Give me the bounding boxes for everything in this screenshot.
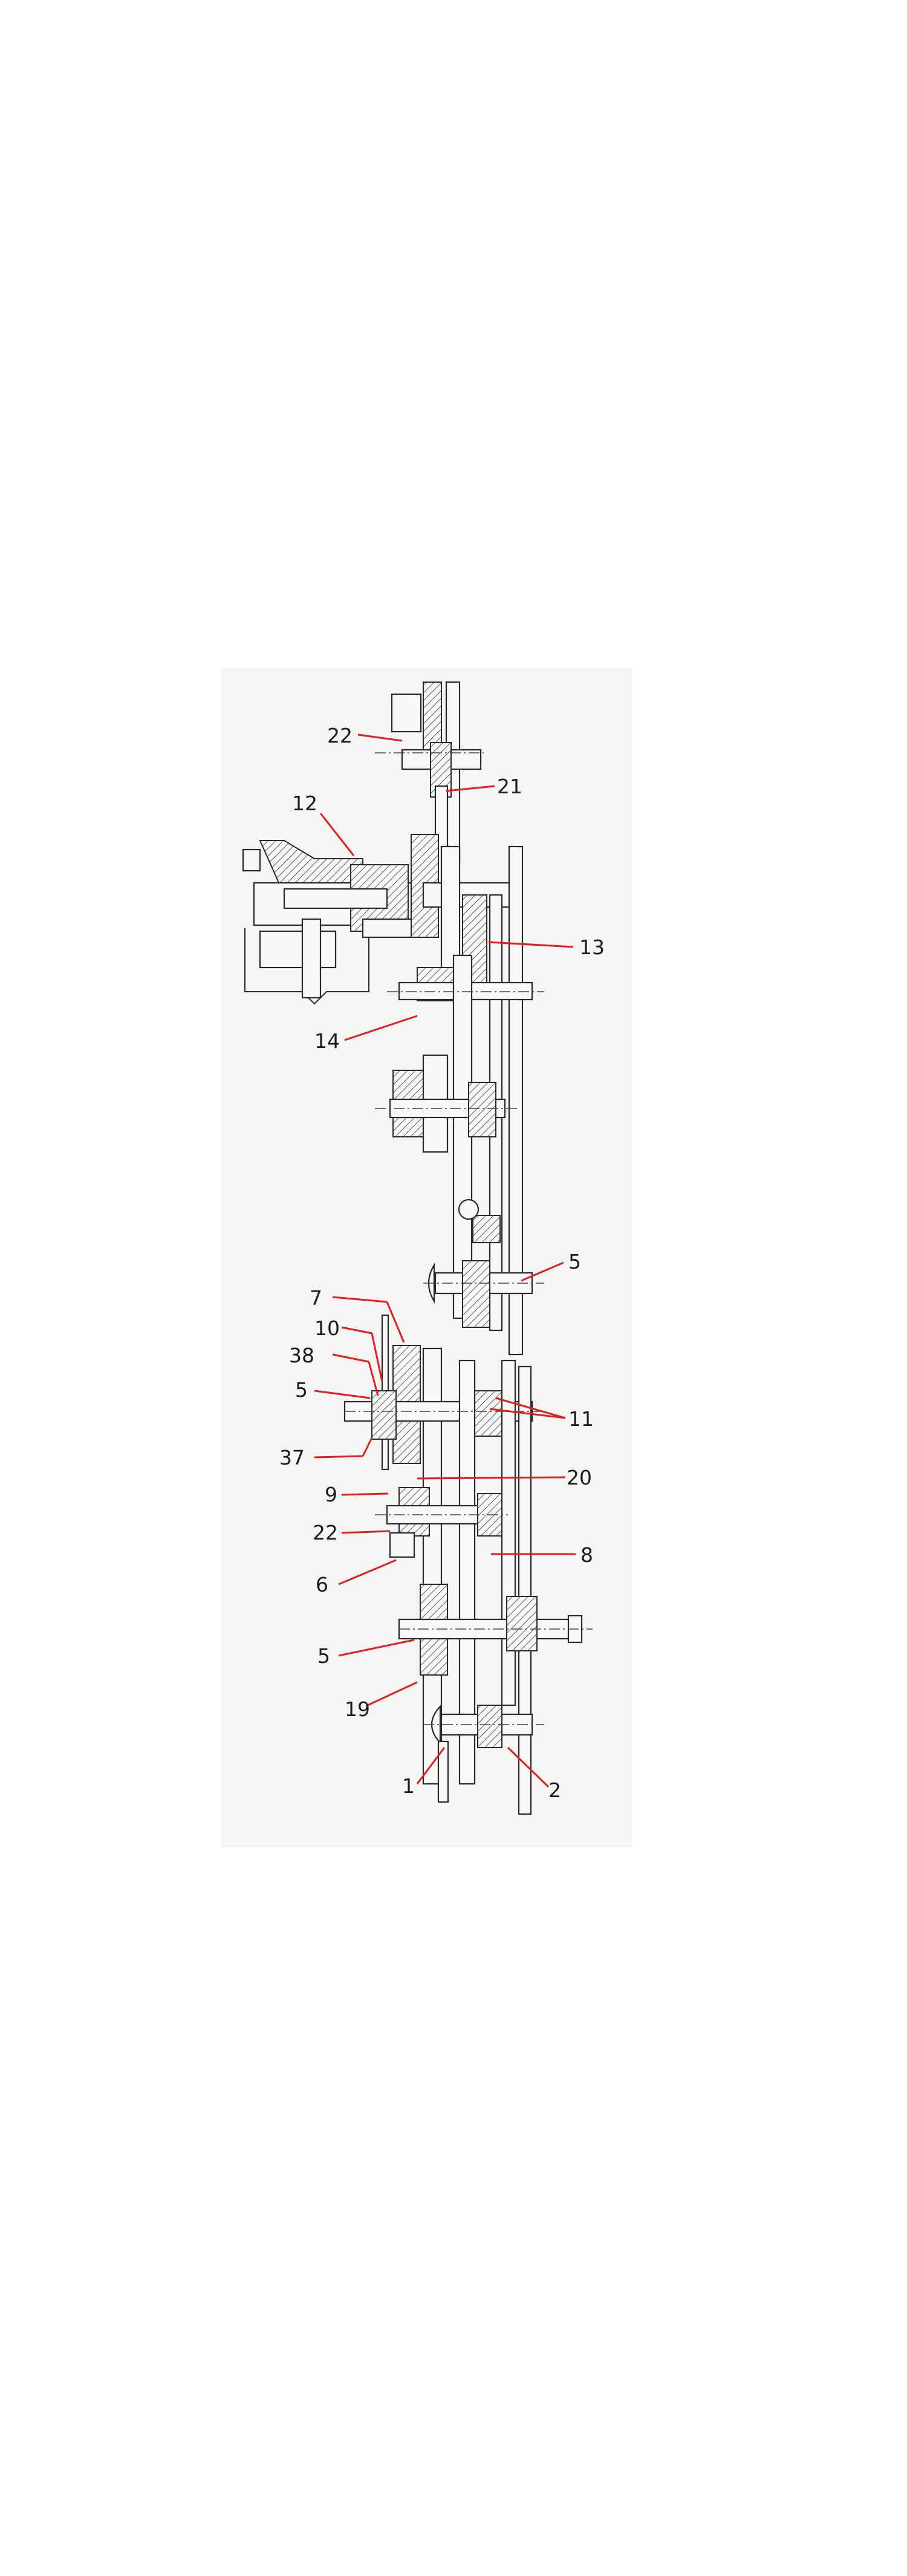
callout-5-lower: 5: [317, 1644, 330, 1668]
lower-outer-plate: [518, 1365, 532, 1815]
leader-13: [488, 941, 574, 948]
leader-11a: [489, 1408, 566, 1419]
leader-14: [344, 1015, 418, 1041]
vertical-spindle: [301, 918, 322, 999]
leader-37b: [362, 1437, 373, 1457]
screw-5-bush: [462, 1260, 490, 1328]
pin-circle: [458, 1199, 480, 1220]
leader-7b: [386, 1301, 405, 1343]
callout-8: 8: [580, 1543, 593, 1567]
bracket-screw: [242, 848, 261, 872]
callout-10: 10: [314, 1316, 340, 1340]
bush-11: [474, 1390, 504, 1437]
small-block: [472, 1215, 501, 1243]
leader-22b: [341, 1530, 391, 1534]
callout-21: 21: [497, 775, 522, 798]
leader-6: [338, 1559, 397, 1586]
right-long-plate: [508, 845, 524, 1356]
hub-38: [371, 1390, 397, 1440]
callout-37: 37: [279, 1446, 305, 1469]
lower-stub-1: [437, 1740, 449, 1803]
leader-10a: [341, 1326, 372, 1335]
callout-14: 14: [314, 1029, 340, 1053]
callout-2: 2: [548, 1778, 561, 1802]
callout-11: 11: [568, 1407, 594, 1431]
block-6: [389, 1532, 415, 1558]
lower-assembly: [343, 1314, 583, 1815]
leader-5b: [314, 1390, 371, 1399]
leader-7a: [332, 1296, 388, 1303]
callout-7: 7: [310, 1286, 322, 1310]
leader-lines: [314, 733, 576, 1788]
callout-19: 19: [345, 1697, 370, 1721]
leader-38b: [368, 1361, 379, 1396]
leader-9: [341, 1492, 389, 1496]
leader-10b: [371, 1333, 383, 1382]
callout-12: 12: [292, 792, 317, 815]
callout-1: 1: [402, 1774, 415, 1798]
leader-11b: [495, 1397, 566, 1419]
leader-12: [319, 813, 355, 856]
upper-assembly: [242, 681, 533, 1356]
leader-21: [446, 785, 495, 792]
leader-22a: [357, 733, 403, 742]
callout-6: 6: [316, 1573, 328, 1596]
bush-axle-right: [506, 1596, 538, 1651]
callout-5-upper: 5: [568, 1250, 581, 1273]
leader-5c: [338, 1639, 415, 1657]
callout-20: 20: [567, 1466, 592, 1489]
top-block: [391, 693, 422, 733]
leader-19: [367, 1681, 418, 1706]
lower-inner-column: [458, 1359, 476, 1785]
gear-hub-right: [468, 1082, 496, 1137]
callout-9: 9: [325, 1483, 337, 1506]
callout-labels: 22 21 12 13 14 5 7 10 38 5 11 37 20 9 22…: [279, 724, 605, 1802]
bush-2: [477, 1705, 502, 1748]
callout-22-top: 22: [327, 724, 353, 747]
leader-37a: [314, 1455, 363, 1459]
cross-shaft: [283, 888, 388, 909]
callout-13: 13: [579, 935, 605, 959]
motor-case: [244, 928, 369, 1005]
leader-20: [417, 1476, 566, 1480]
motor-core: [259, 930, 337, 969]
leader-38a: [332, 1353, 369, 1363]
callout-22-lower: 22: [313, 1521, 338, 1544]
callout-38: 38: [289, 1344, 314, 1367]
leader-2: [507, 1746, 550, 1788]
leader-1: [416, 1747, 446, 1784]
leader-5a: [521, 1261, 564, 1282]
callout-5-middle: 5: [295, 1378, 308, 1402]
